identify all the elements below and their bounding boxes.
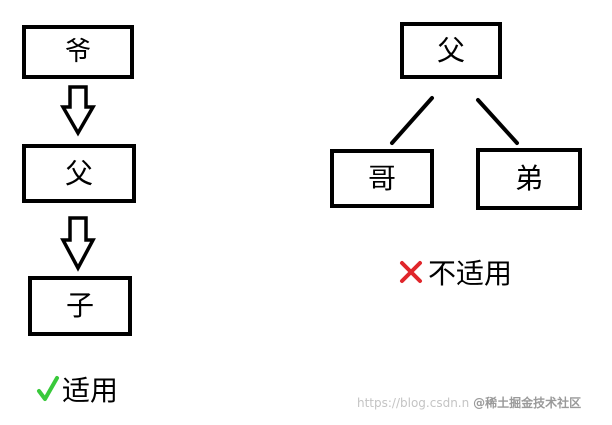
tree-connector-left [390,96,434,145]
check-mark-icon [37,376,59,401]
tree-connector-right [476,98,519,145]
down-arrow-icon [60,216,96,272]
node-label: 子 [65,289,94,322]
cross-mark-icon [400,261,422,283]
node-label: 弟 [514,162,543,195]
node-younger-brother: 弟 [476,148,582,210]
node-label: 哥 [367,161,396,195]
caption-text: 适用 [62,374,119,407]
node-grandfather: 爷 [22,25,134,79]
node-label: 父 [436,33,465,67]
node-son: 子 [28,276,132,336]
node-label: 爷 [64,37,91,67]
watermark-brand: @稀土掘金技术社区 [473,396,582,410]
node-elder-brother: 哥 [330,149,434,208]
caption-applicable: 适用 [36,369,118,409]
node-father-left: 父 [22,144,136,203]
caption-text: 不适用 [428,257,513,290]
caption-not-applicable: 不适用 [398,252,512,292]
node-label: 父 [64,156,93,190]
watermark-url: https://blog.csdn.n [357,396,470,410]
watermark: https://blog.csdn.n @稀土掘金技术社区 [357,394,581,411]
node-father-right: 父 [400,22,502,79]
down-arrow-icon [59,85,97,137]
